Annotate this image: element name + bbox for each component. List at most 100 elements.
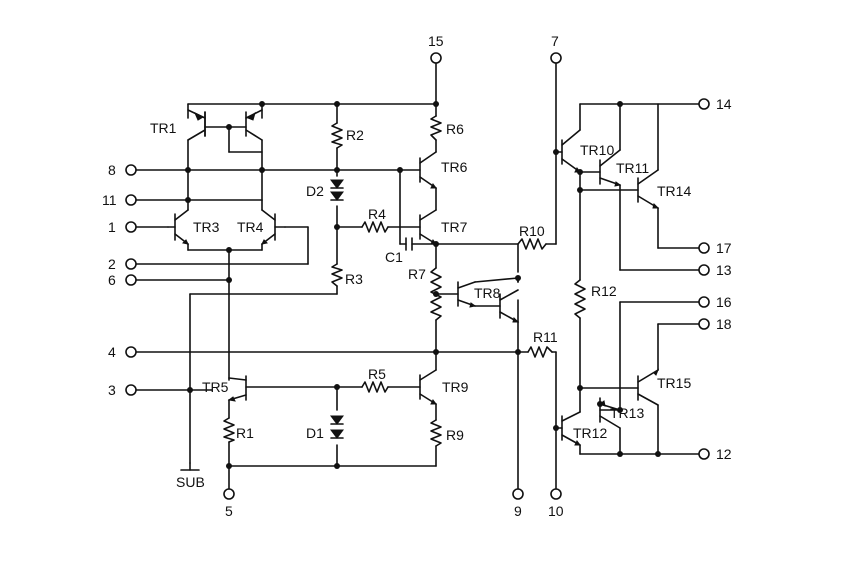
r4-label: R4	[368, 206, 386, 222]
pin9-label: 9	[514, 503, 522, 519]
pin15-label: 15	[428, 33, 444, 49]
pin8-terminal	[125, 164, 137, 176]
tr10-label: TR10	[580, 142, 614, 158]
r9-label: R9	[446, 427, 464, 443]
r7-label: R7	[408, 266, 426, 282]
tr6-transistor	[419, 151, 437, 189]
d1-label: D1	[306, 425, 324, 441]
d1-box	[328, 410, 346, 446]
tr14-transistor	[637, 169, 660, 209]
pin4-terminal	[125, 346, 137, 358]
tr1-label: TR1	[150, 120, 177, 136]
tr8-transistor	[457, 281, 520, 323]
pin1-label: 1	[108, 219, 116, 235]
tr15-transistor	[637, 368, 660, 406]
r3-label: R3	[345, 271, 363, 287]
tr5-label: TR5	[202, 379, 229, 395]
r3-resistor	[331, 263, 343, 287]
pin17-terminal	[698, 242, 710, 254]
tr13-label: TR13	[610, 405, 644, 421]
pin14-terminal	[698, 98, 710, 110]
pin10-label: 10	[548, 503, 564, 519]
tr3-label: TR3	[193, 219, 220, 235]
r6-label: R6	[446, 121, 464, 137]
tr4-label: TR4	[237, 219, 264, 235]
r12-resistor	[574, 279, 586, 319]
pin12-label: 12	[716, 446, 732, 462]
tr9-transistor	[419, 369, 437, 405]
pin15-terminal	[430, 52, 442, 64]
pin7-terminal	[550, 52, 562, 64]
r1-label: R1	[236, 425, 254, 441]
pin14-label: 14	[716, 96, 732, 112]
pin1-terminal	[125, 221, 137, 233]
c1-label: C1	[385, 249, 403, 265]
pin3-terminal	[125, 384, 137, 396]
resistors	[223, 115, 586, 447]
diodes	[328, 174, 346, 446]
pin13-terminal	[698, 264, 710, 276]
d2-box	[328, 174, 346, 208]
tr12-transistor	[561, 411, 581, 446]
pin8-label: 8	[108, 162, 116, 178]
pin18-label: 18	[716, 316, 732, 332]
junctions	[185, 101, 661, 469]
tr9-label: TR9	[442, 379, 469, 395]
terminals	[125, 52, 710, 500]
pin18-terminal	[698, 318, 710, 330]
tr1-left-transistor	[187, 109, 206, 141]
r5-label: R5	[368, 366, 386, 382]
r10-resistor	[517, 238, 547, 250]
sub-label: SUB	[176, 474, 205, 490]
labels: 15 7 14 17 13 16 18 12 9 10 5 8 11 1 2 6…	[102, 33, 732, 519]
tr6-label: TR6	[441, 159, 468, 175]
pin3-label: 3	[108, 382, 116, 398]
tr8-label: TR8	[474, 285, 501, 301]
pin11-label: 11	[102, 192, 117, 208]
transistors	[167, 109, 660, 446]
pin9-terminal	[512, 488, 524, 500]
r9-resistor	[430, 419, 442, 447]
d2-label: D2	[306, 183, 324, 199]
r5-resistor	[361, 381, 389, 393]
pin2-terminal	[125, 258, 137, 270]
tr12-label: TR12	[573, 425, 607, 441]
tr15-label: TR15	[657, 375, 691, 391]
r12-label: R12	[591, 283, 617, 299]
r4-resistor	[361, 221, 389, 233]
pin4-label: 4	[108, 344, 116, 360]
pin16-label: 16	[716, 294, 732, 310]
pin10-terminal	[550, 488, 562, 500]
tr11-label: TR11	[616, 160, 649, 176]
tr10-transistor	[561, 129, 581, 173]
pin13-label: 13	[716, 262, 732, 278]
pin7-label: 7	[551, 33, 559, 49]
tr5-transistor	[227, 375, 247, 402]
pin6-label: 6	[108, 272, 116, 288]
tr11-transistor	[599, 149, 622, 187]
tr3-transistor	[167, 209, 189, 245]
r11-resistor	[527, 346, 553, 358]
tr7-label: TR7	[441, 219, 468, 235]
tr4-transistor	[261, 209, 286, 245]
pin5-label: 5	[225, 503, 233, 519]
r11-label: R11	[533, 329, 558, 345]
pin16-terminal	[698, 296, 710, 308]
c1-capacitor	[405, 237, 413, 251]
r2-label: R2	[346, 127, 364, 143]
pin17-label: 17	[716, 240, 732, 256]
pin2-label: 2	[108, 256, 116, 272]
r2-resistor	[331, 122, 343, 149]
r10-label: R10	[519, 223, 545, 239]
pin5-terminal	[223, 488, 235, 500]
tr7-transistor	[419, 209, 437, 245]
r6-resistor	[430, 115, 442, 141]
pin11-terminal	[125, 194, 137, 206]
tr1-right-transistor	[245, 109, 263, 141]
pin6-terminal	[125, 274, 137, 286]
wires	[135, 61, 701, 491]
tr14-label: TR14	[657, 183, 691, 199]
pin12-terminal	[698, 448, 710, 460]
r1-resistor	[223, 417, 235, 443]
